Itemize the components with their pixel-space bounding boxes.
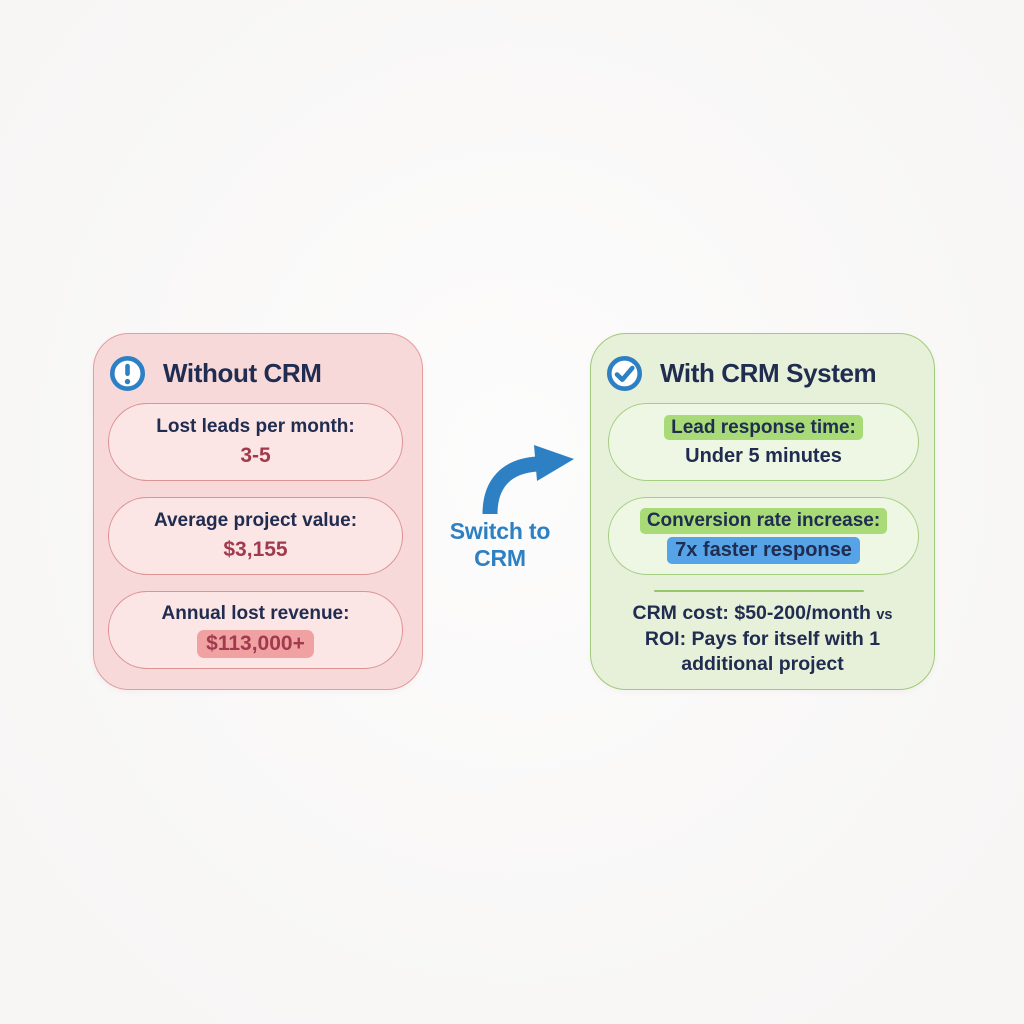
- stat-lead-response-time: Lead response time: Under 5 minutes: [608, 403, 919, 481]
- without-crm-header: Without CRM: [109, 355, 412, 392]
- stat-label: Lead response time:: [664, 414, 863, 441]
- with-crm-card: With CRM System Lead response time: Unde…: [590, 333, 935, 690]
- stat-avg-project-value: Average project value: $3,155: [108, 497, 403, 575]
- stat-value: 3-5: [240, 444, 271, 468]
- stat-label: Average project value:: [153, 509, 358, 531]
- footer-divider: [654, 590, 864, 592]
- roi-line: ROI: Pays for itself with 1 additional p…: [644, 627, 881, 676]
- stat-value: 7x faster response: [667, 536, 860, 564]
- switch-to-crm-line1: Switch to: [449, 518, 551, 544]
- highlighted-label: Lead response time:: [664, 414, 863, 441]
- stat-conversion-rate: Conversion rate increase: 7x faster resp…: [608, 497, 919, 575]
- without-crm-card: Without CRM Lost leads per month: 3-5 Av…: [93, 333, 423, 690]
- stat-label: Conversion rate increase:: [639, 508, 888, 534]
- stat-value: $113,000+: [197, 629, 314, 658]
- without-crm-title: Without CRM: [163, 358, 322, 388]
- stat-label: Annual lost revenue:: [161, 603, 350, 625]
- stat-annual-lost-revenue: Annual lost revenue: $113,000+: [108, 591, 403, 669]
- highlighted-value: 7x faster response: [667, 536, 860, 564]
- stat-value: $3,155: [223, 538, 288, 562]
- alert-circle-icon: [109, 355, 146, 392]
- highlighted-value: $113,000+: [197, 629, 314, 658]
- stat-lost-leads: Lost leads per month: 3-5: [108, 403, 403, 481]
- with-crm-header: With CRM System: [606, 355, 924, 392]
- switch-to-crm-line2: CRM: [474, 545, 526, 572]
- vs-text: vs: [876, 607, 893, 623]
- stat-value: Under 5 minutes: [685, 445, 842, 468]
- with-crm-title: With CRM System: [660, 358, 877, 388]
- crm-cost-roi-note: CRM cost: $50-200/month vs ROI: Pays for…: [600, 601, 925, 678]
- stat-label: Lost leads per month:: [156, 415, 355, 437]
- curved-arrow-right-icon: [477, 437, 579, 517]
- check-circle-icon: [606, 355, 643, 392]
- crm-cost-line: CRM cost: $50-200/month vs: [600, 601, 925, 627]
- switch-to-crm-label: Switch to CRM: [428, 518, 572, 572]
- crm-cost-text: CRM cost: $50-200/month: [632, 602, 871, 624]
- highlighted-label: Conversion rate increase:: [639, 508, 888, 534]
